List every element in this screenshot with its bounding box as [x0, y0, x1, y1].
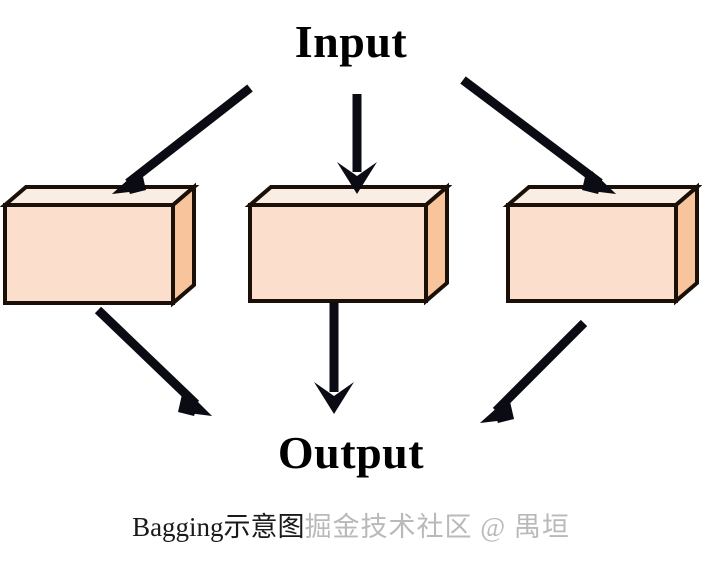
arrow-box-1-to-output: [94, 306, 212, 416]
model-box-2-front-face: [248, 203, 428, 303]
model-box-2-top-face: [244, 185, 453, 207]
page-title-input: Input: [294, 16, 408, 67]
model-box-1-side-face: [171, 182, 196, 308]
arrow-box-2-to-output: [314, 302, 354, 414]
model-box-2: [244, 182, 453, 306]
model-box-3: [502, 182, 702, 306]
model-box-3-front-face: [506, 203, 678, 303]
model-box-1: [0, 182, 200, 308]
model-box-2-side-face: [424, 182, 449, 306]
arrow-input-to-box-2: [337, 94, 377, 194]
arrow-input-to-box-1: [112, 84, 253, 194]
caption: Bagging示意图 掘金技术社区 @ 禺垣: [0, 510, 702, 544]
arrow-input-to-box-3: [460, 76, 616, 194]
caption-watermark-text: 掘金技术社区 @ 禺垣: [304, 512, 570, 542]
arrow-box-3-to-output: [480, 319, 588, 423]
model-box-3-side-face: [674, 182, 699, 306]
caption-main-text: Bagging示意图: [132, 512, 305, 542]
model-box-1-top-face: [0, 185, 200, 207]
model-box-1-front-face: [3, 203, 175, 305]
page-title-output: Output: [277, 427, 425, 478]
